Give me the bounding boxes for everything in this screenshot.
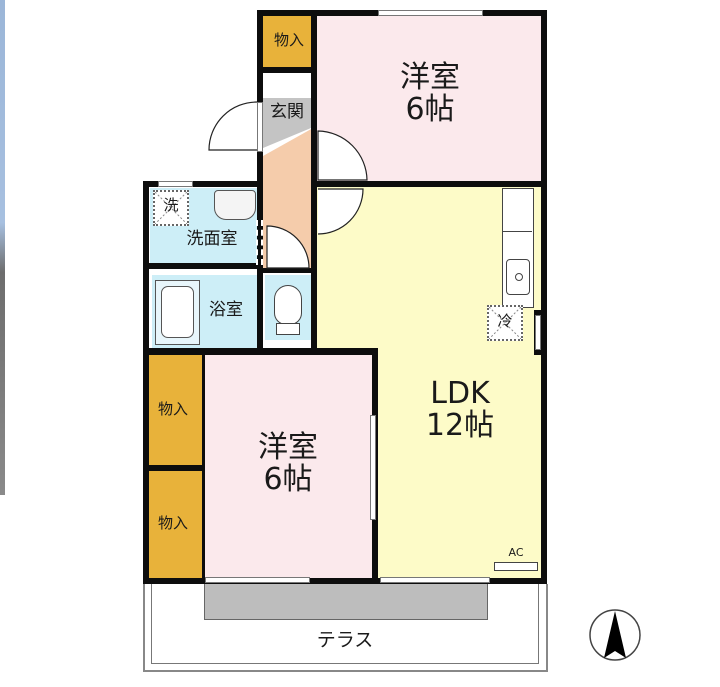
storage-south-1 (147, 355, 202, 465)
bathtub-icon (155, 280, 200, 345)
storage-label-south-2: 物入 (157, 514, 188, 532)
room-name: 洋室 (400, 60, 460, 95)
north-arrow-icon (589, 609, 641, 661)
room-label-bathroom: 浴室 (209, 300, 243, 320)
fridge-label: 冷 (497, 312, 513, 330)
room-label-ldk: LDK 12帖 (400, 378, 520, 441)
window-washroom (158, 181, 193, 187)
washer-label: 洗 (163, 196, 179, 214)
wall (202, 355, 205, 580)
wall (317, 181, 542, 187)
door-swing-entrance (208, 101, 258, 151)
fridge-space: 冷 (487, 305, 523, 341)
washer-space: 洗 (153, 190, 189, 226)
room-size: 6帖 (263, 461, 313, 497)
room-label-western-north: 洋室 6帖 (370, 62, 490, 125)
room-size: 6帖 (405, 91, 455, 127)
wall (143, 465, 203, 471)
sink-icon (506, 259, 530, 295)
room-western-south (203, 355, 375, 578)
room-label-washroom: 洗面室 (186, 229, 238, 249)
wall (143, 263, 263, 269)
toilet-icon (273, 285, 303, 337)
entrance-door (257, 102, 263, 152)
room-label-western-south: 洋室 6帖 (228, 432, 348, 495)
window-south-room (205, 577, 310, 583)
wall (263, 268, 313, 273)
sliding-door-south-room (370, 415, 376, 520)
room-size: 12帖 (425, 407, 495, 443)
room-name: 洋室 (258, 430, 318, 465)
washbasin-icon (214, 190, 256, 220)
wall (143, 578, 547, 584)
wall (143, 181, 149, 584)
storage-south-2 (147, 470, 202, 578)
wall (311, 10, 317, 350)
terrace-label: テラス (316, 629, 374, 651)
wall (143, 181, 263, 187)
wall (257, 10, 263, 185)
kitchen-counter (502, 188, 534, 308)
door-swing-ldk (317, 188, 364, 235)
room-label-entrance: 玄関 (270, 102, 304, 122)
aircon-label: AC (508, 546, 524, 559)
room-name: LDK (430, 376, 490, 411)
wall (257, 67, 317, 73)
aircon-unit (494, 562, 538, 571)
washroom-sliding-door (256, 220, 263, 265)
storage-label-south-1: 物入 (157, 400, 188, 418)
door-swing-toilet (266, 225, 310, 269)
window-ldk-east (535, 315, 541, 350)
terrace-deck (204, 584, 488, 620)
storage-label-entrance: 物入 (273, 31, 304, 49)
left-edge-photo-strip (0, 0, 5, 495)
window-north (378, 10, 483, 16)
storage-entrance (263, 15, 316, 67)
wall (541, 10, 547, 584)
window-ldk (380, 577, 490, 583)
door-swing-north-room (317, 130, 368, 181)
shoe-area (263, 73, 311, 98)
